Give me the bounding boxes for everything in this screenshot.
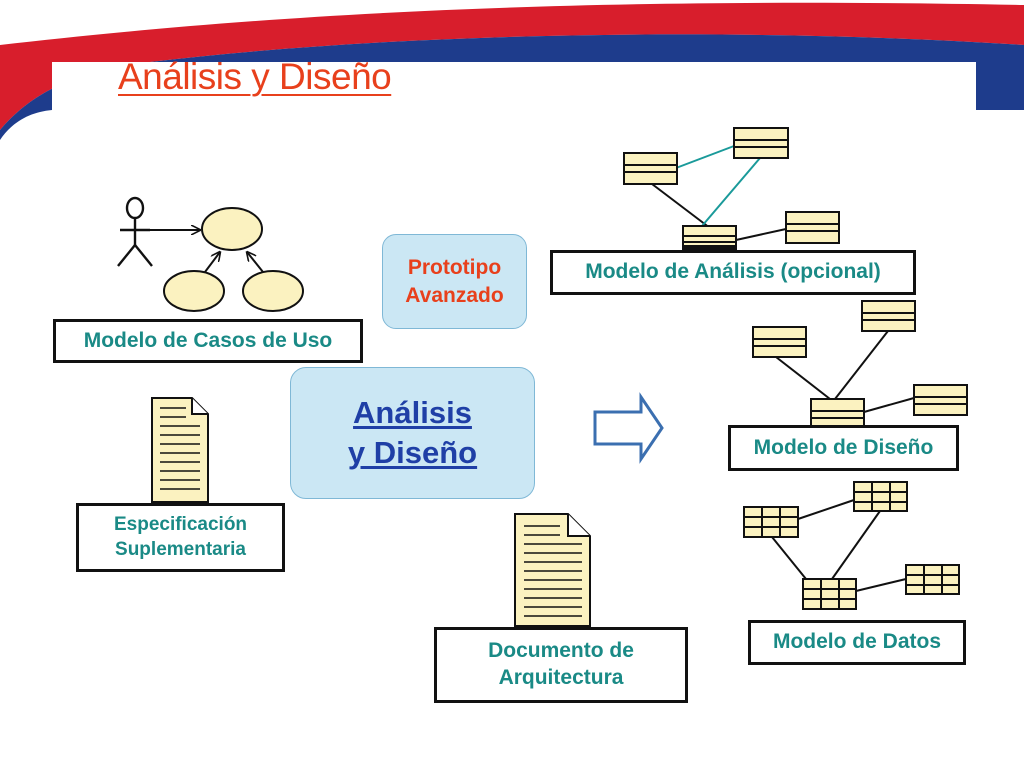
supplementary-spec-label: Especificación Suplementaria [76,503,285,572]
architecture-document-label: Documento de Arquitectura [434,627,688,703]
use-case-model-label: Modelo de Casos de Uso [53,319,363,363]
class-icon [810,398,865,428]
class-icon [733,127,789,159]
center-line-1: Análisis [353,395,472,431]
table-icon [802,578,857,610]
analysis-design-box: Análisis y Diseño [290,367,535,499]
class-icon [913,384,968,416]
design-model-label: Modelo de Diseño [728,425,959,471]
prototype-line-2: Avanzado [405,283,504,307]
extend-arrow [247,252,264,273]
slide-title: Análisis y Diseño [118,56,392,97]
supplementary-spec-line-1: Especificación [113,514,248,536]
class-icon [623,152,678,185]
document-icon [514,513,591,633]
prototype-line-1: Prototipo [407,256,502,280]
header-banner [0,2,1024,170]
analysis-model-connectors [651,145,787,241]
include-arrow [204,252,220,273]
document-icon [151,397,209,503]
architecture-document-line-1: Documento de [488,639,634,663]
use-case-icon [201,207,263,251]
table-icon [743,506,799,538]
right-arrow-icon [593,392,664,464]
class-icon [785,211,840,244]
data-model-connectors [771,499,907,592]
use-case-icon [242,270,304,312]
actor-icon [117,196,153,267]
table-icon [905,564,960,595]
design-model-connectors [775,330,915,413]
analysis-model-label: Modelo de Análisis (opcional) [550,250,916,295]
prototype-box: Prototipo Avanzado [382,234,527,329]
class-icon [682,225,737,253]
architecture-document-line-2: Arquitectura [498,666,624,689]
data-model-label: Modelo de Datos [748,620,966,665]
slide-content-area [52,62,976,170]
banner-red-swoosh [0,2,1024,130]
center-line-2: y Diseño [347,435,478,470]
table-icon [853,481,908,512]
class-icon [861,300,916,332]
class-icon [752,326,807,358]
supplementary-spec-line-2: Suplementaria [115,538,246,560]
banner-blue-swoosh [0,34,1024,140]
use-case-icon [163,270,225,312]
